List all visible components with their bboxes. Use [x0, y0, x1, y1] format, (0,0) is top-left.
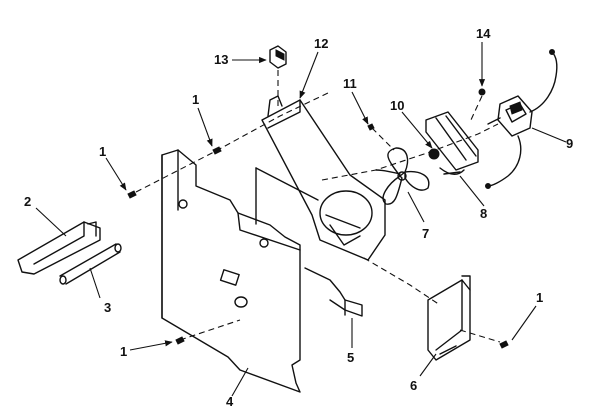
- callout-1-left: 1: [99, 144, 106, 159]
- fan-shroud: [261, 95, 386, 261]
- callout-1-top: 1: [192, 92, 199, 107]
- callout-8: 8: [480, 206, 487, 221]
- washer-part: [428, 148, 440, 160]
- callout-4: 4: [226, 394, 234, 409]
- callout-13: 13: [214, 52, 228, 67]
- callout-7: 7: [422, 226, 429, 241]
- callout-3: 3: [104, 300, 111, 315]
- leader-lines: [35, 42, 567, 397]
- fan-blade: [375, 147, 430, 205]
- rod-part: [59, 243, 122, 285]
- callout-9: 9: [566, 136, 573, 151]
- assembly-lines: [135, 70, 501, 343]
- callout-10: 10: [390, 98, 404, 113]
- fan-motor: [485, 49, 558, 189]
- baffle-plate: [255, 167, 363, 317]
- callout-1-right: 1: [536, 290, 543, 305]
- small-bracket: [427, 275, 471, 361]
- callout-5: 5: [347, 350, 354, 365]
- callout-12: 12: [314, 36, 328, 51]
- motor-bracket: [425, 111, 479, 175]
- back-panel: [161, 149, 301, 393]
- callout-6: 6: [410, 378, 417, 393]
- callout-14: 14: [476, 26, 491, 41]
- callout-11: 11: [343, 76, 357, 91]
- clip-part: [269, 45, 287, 69]
- bracket-part: [17, 221, 101, 275]
- callout-2: 2: [24, 194, 31, 209]
- callout-labels: 13 12 1 1 2 3 1 4 5 11 10 7 14 9 8 6 1: [24, 26, 573, 409]
- callout-1-bottom: 1: [120, 344, 127, 359]
